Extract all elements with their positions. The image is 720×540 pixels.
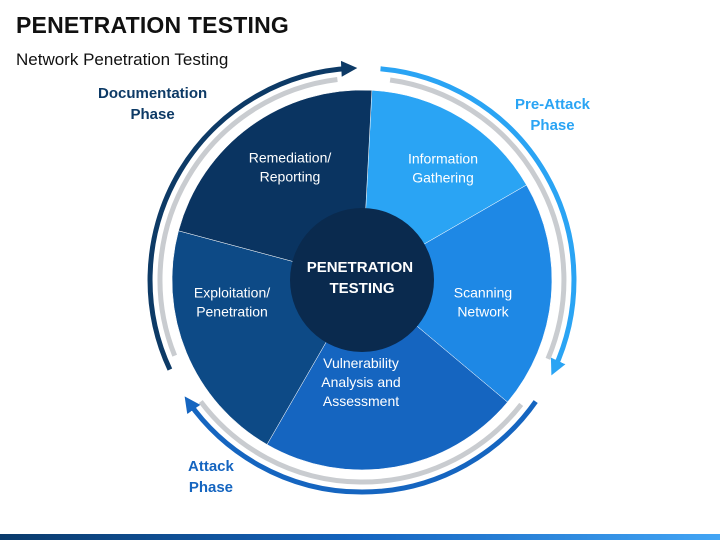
segment-label-info-line: Information [408,151,478,167]
segment-label-exploit: Exploitation/Penetration [194,285,270,320]
segment-scan [361,184,553,403]
pre-attack-phase-line-2: Phase [530,117,575,134]
segment-vuln [266,279,508,471]
segment-label-scan-line: Scanning [454,285,512,301]
documentation-phase-label: Documentation Phase [98,83,207,125]
segment-label-exploit-line: Exploitation/ [194,285,270,301]
pre-attack-phase-line-1: Pre-Attack [515,96,591,113]
documentation-arrow [147,60,358,371]
segment-label-info-line: Gathering [412,170,473,186]
attack-phase-line-1: Attack [188,458,234,475]
gray-ring-arc [389,77,567,360]
segment-label-vuln-line: Assessment [323,393,399,409]
center-label: PENETRATION TESTING [307,259,418,297]
center-label-line-2: TESTING [329,280,394,297]
page-title: PENETRATION TESTING [16,12,289,38]
bottom-accent-bar [0,534,720,540]
outer-rings [147,60,577,495]
pre-attack-phase-label: Pre-Attack Phase [515,94,590,136]
attack-phase-label: Attack Phase [188,456,234,498]
documentation-phase-line-1: Documentation [98,85,208,102]
cycle-segments [171,89,553,471]
center-label-line-1: PENETRATION [307,259,413,276]
attack-phase-line-2: Phase [188,479,234,496]
center-circle [290,208,434,352]
segment-label-remed-line: Remediation/ [249,150,332,166]
gray-ring-arc [157,77,338,357]
segment-label-exploit-line: Penetration [196,304,268,320]
segment-label-vuln-line: Analysis and [321,374,400,390]
segment-label-scan-line: Network [457,304,509,320]
pre-attack-arrow [380,66,577,376]
attack-arrow [184,396,538,495]
segment-label-vuln-line: Vulnerability [323,355,399,371]
segment-label-remed: Remediation/Reporting [249,150,332,185]
documentation-phase-line-2: Phase [130,106,175,123]
gray-ring-arc [198,400,524,485]
segment-label-remed-line: Reporting [260,169,321,185]
page-subtitle: Network Penetration Testing [16,50,229,69]
